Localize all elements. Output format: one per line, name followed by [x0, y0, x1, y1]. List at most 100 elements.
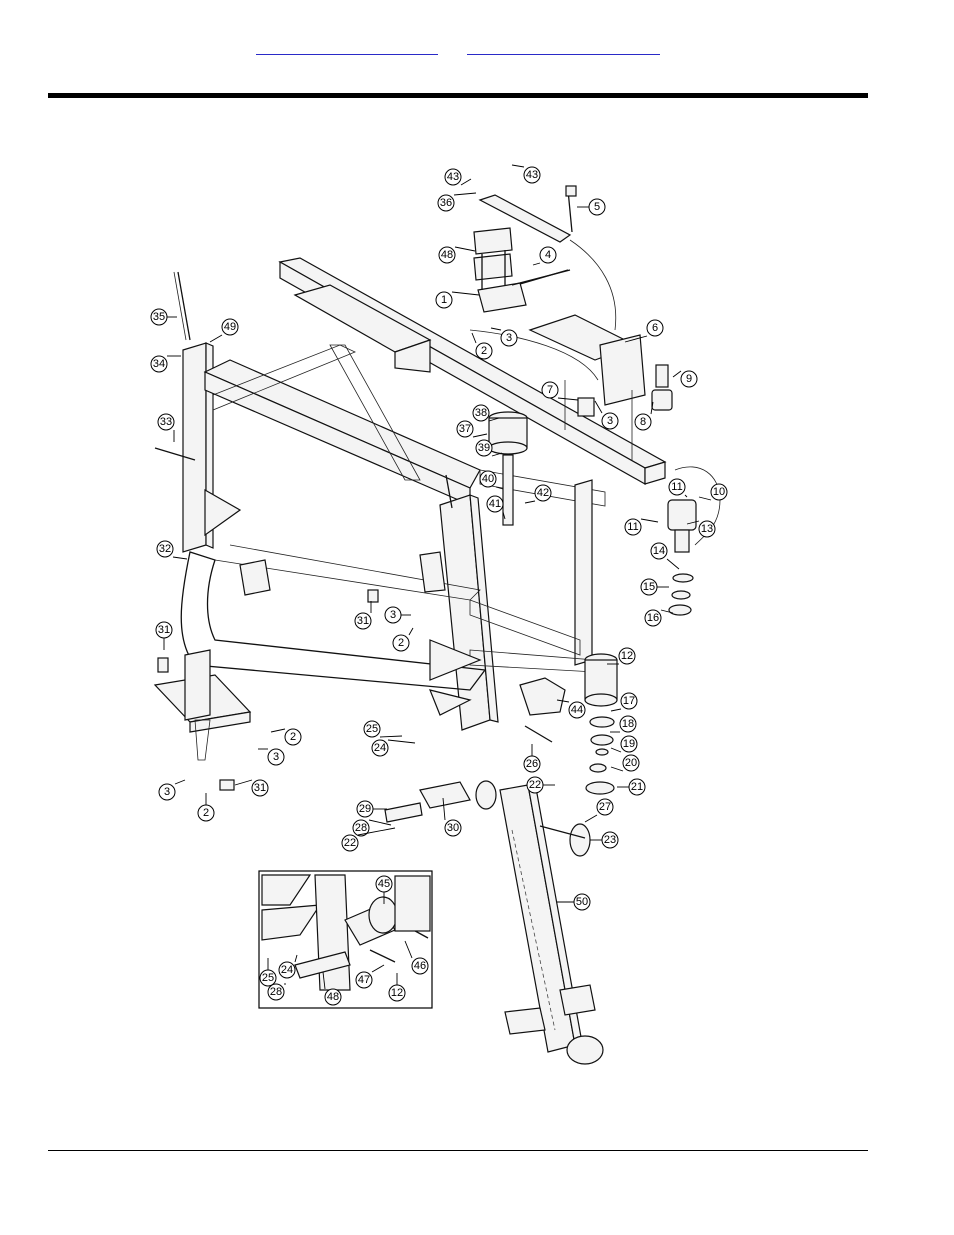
callout-49: 49: [209, 318, 239, 343]
callout-circle: [437, 194, 455, 212]
callout-circle: [619, 715, 637, 733]
callout-number: 23: [604, 834, 616, 846]
callout-leader: [490, 327, 502, 331]
callout-circle: [456, 420, 474, 438]
callout-number: 26: [526, 758, 538, 770]
callout-number: 1: [441, 294, 447, 306]
callout-15: 15: [640, 578, 669, 596]
header-link-1[interactable]: [256, 38, 438, 55]
callout-circle: [355, 971, 373, 989]
callout-circle: [438, 246, 456, 264]
callout-28: 28: [267, 983, 286, 1001]
callout-2: 2: [270, 728, 302, 746]
callout-circle: [475, 342, 493, 360]
callout-circle: [158, 783, 176, 801]
callout-circle: [640, 578, 658, 596]
callout-29: 29: [356, 800, 387, 818]
callout-circle: [710, 483, 728, 501]
callout-47: 47: [355, 964, 385, 989]
callout-circle: [411, 957, 429, 975]
callout-number: 20: [625, 757, 637, 769]
callout-leader: [453, 192, 477, 196]
callout-number: 49: [224, 321, 236, 333]
callout-leader: [294, 954, 298, 963]
callout-number: 25: [366, 723, 378, 735]
callout-leader: [234, 779, 253, 786]
callout-circle: [371, 739, 389, 757]
callout-number: 41: [489, 498, 501, 510]
callout-leader: [557, 397, 579, 401]
callout-number: 3: [273, 751, 279, 763]
callout-number: 48: [327, 991, 339, 1003]
callout-circle: [620, 692, 638, 710]
callout-circle: [267, 748, 285, 766]
callout-circle: [650, 542, 668, 560]
callout-leader: [666, 558, 680, 570]
callout-19: 19: [610, 735, 638, 753]
callout-circle: [150, 355, 168, 373]
callout-number: 50: [576, 896, 588, 908]
callout-leader: [624, 335, 648, 343]
callout-circle: [539, 246, 557, 264]
callout-leader: [672, 370, 682, 378]
callout-circle: [341, 834, 359, 852]
callout-circle: [388, 984, 406, 1002]
callout-2: 2: [197, 793, 215, 822]
header-link-2[interactable]: [467, 38, 660, 55]
callout-leader: [404, 940, 413, 959]
callout-42: 42: [524, 484, 552, 504]
callout-circle: [620, 735, 638, 753]
callout-43: 43: [444, 168, 472, 186]
callout-16: 16: [644, 609, 674, 627]
callout-circle: [601, 412, 619, 430]
callout-circle: [644, 609, 662, 627]
callout-number: 11: [671, 481, 682, 493]
callout-number: 43: [447, 171, 459, 183]
callout-circle: [221, 318, 239, 336]
callout-number: 40: [482, 473, 494, 485]
callout-23: 23: [590, 831, 619, 849]
callout-circle: [251, 779, 269, 797]
callout-number: 16: [647, 612, 659, 624]
callout-number: 28: [270, 986, 282, 998]
callout-circle: [534, 484, 552, 502]
callout-number: 3: [164, 786, 170, 798]
callout-circle: [486, 495, 504, 513]
callout-number: 4: [545, 249, 551, 261]
callout-22: 22: [526, 776, 555, 794]
callout-circle: [523, 166, 541, 184]
callout-leader: [270, 728, 286, 733]
callout-number: 2: [290, 731, 296, 743]
callout-40: 40: [479, 470, 504, 490]
callout-circle: [150, 308, 168, 326]
callout-circle: [472, 404, 490, 422]
callout-circle: [634, 413, 652, 431]
callout-leader: [357, 827, 396, 836]
callout-circle: [541, 381, 559, 399]
top-rule: [48, 93, 868, 98]
callout-number: 21: [631, 781, 643, 793]
callout-leader: [698, 496, 712, 501]
callout-circle: [680, 370, 698, 388]
callout-3: 3: [594, 400, 619, 430]
callout-leader: [471, 332, 477, 344]
callout-circle: [384, 606, 402, 624]
callout-leader: [524, 500, 536, 504]
callout-circle: [284, 728, 302, 746]
callout-circle: [596, 798, 614, 816]
callout-25: 25: [259, 958, 277, 987]
callout-circle: [375, 875, 393, 893]
callout-circle: [155, 621, 173, 639]
callout-leader: [502, 511, 506, 520]
callout-number: 31: [357, 615, 369, 627]
callout-9: 9: [672, 370, 698, 388]
callout-leader: [610, 708, 622, 712]
callout-leader: [610, 766, 624, 772]
callout-leader: [408, 627, 414, 636]
callout-32: 32: [156, 540, 188, 560]
callout-number: 18: [622, 718, 634, 730]
callout-leader: [174, 779, 186, 785]
callout-24: 24: [371, 739, 416, 757]
callout-number: 8: [640, 416, 646, 428]
callout-3: 3: [490, 327, 518, 347]
